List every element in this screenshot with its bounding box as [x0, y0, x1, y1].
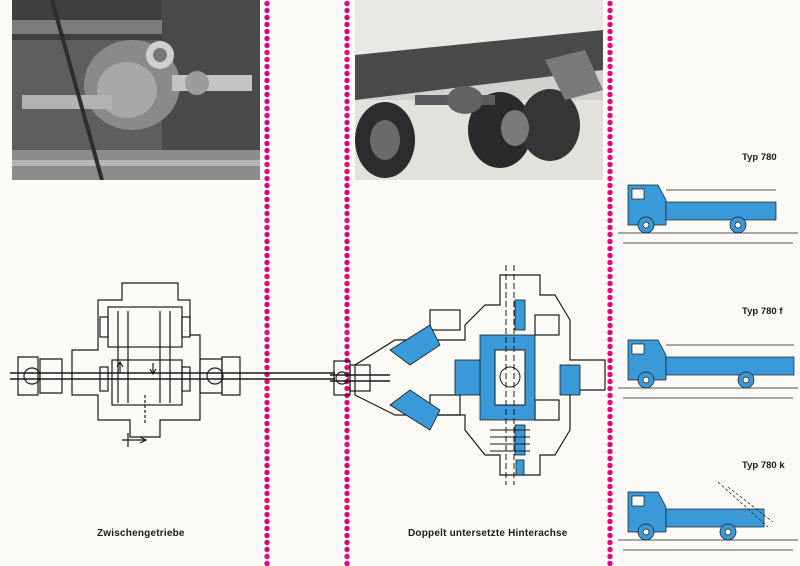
- truck-label-780f: Typ 780 f: [742, 306, 783, 317]
- gearbox-caption: Zwischengetriebe: [97, 528, 185, 539]
- truck-label-780: Typ 780: [742, 152, 777, 163]
- gearbox-photo: [12, 0, 260, 180]
- magenta-dotted-separator-3: [606, 0, 614, 566]
- magenta-dotted-separator-1: [263, 0, 271, 566]
- truck-label-780k: Typ 780 k: [742, 460, 785, 471]
- gearbox-section-diagram: [10, 282, 335, 447]
- magenta-dotted-separator-2: [343, 0, 351, 566]
- rear-axle-caption: Doppelt untersetzte Hinterachse: [408, 528, 568, 539]
- gearbox-photo-image: [12, 0, 260, 180]
- truck-780-diagram: [618, 184, 798, 244]
- rear-axle-photo: [355, 0, 603, 180]
- rear-axle-section-diagram: [330, 265, 606, 485]
- truck-780k-diagram: [618, 482, 798, 551]
- rear-axle-photo-image: [355, 0, 603, 180]
- truck-780f-diagram: [618, 339, 798, 399]
